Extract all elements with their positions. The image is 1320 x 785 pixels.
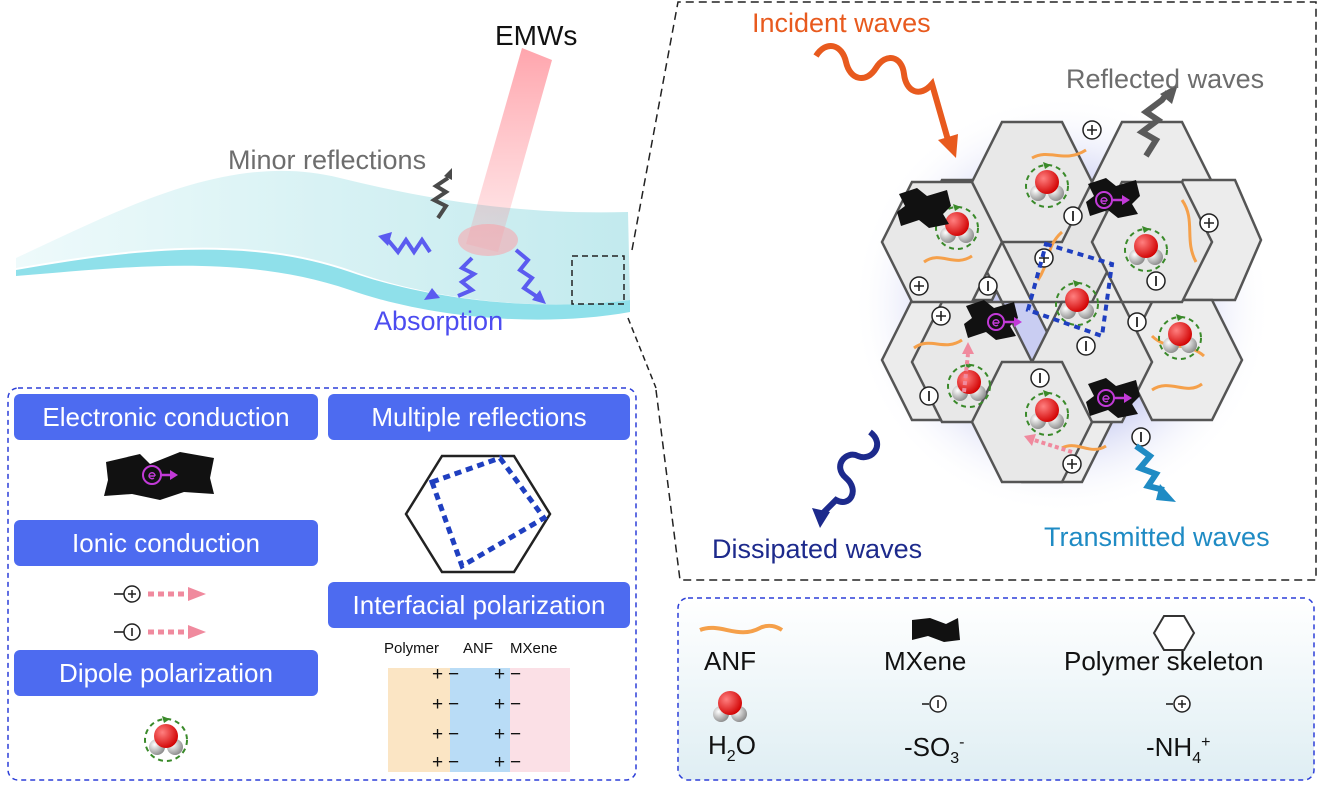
- legend-anf-label: ANF: [704, 646, 756, 676]
- legend-polymer-swatch: [1152, 615, 1196, 651]
- incident-waves-label: Incident waves: [752, 8, 931, 38]
- minus-charge: [978, 276, 998, 296]
- interface-minus: −: [510, 724, 522, 745]
- interface-plus: +: [432, 694, 444, 715]
- legend-polymer-skeleton-label: Polymer skeleton: [1064, 646, 1264, 676]
- film-illustration: [16, 48, 657, 389]
- interface-plus: +: [432, 664, 444, 685]
- interface-polymer-label: Polymer: [384, 640, 440, 657]
- minus-charge: [1146, 271, 1166, 291]
- multiple-reflection-illustration: [404, 454, 552, 574]
- electronic-conduction-illustration: [104, 452, 214, 500]
- minus-charge: [1127, 312, 1147, 332]
- legend-mxene-label: MXene: [884, 646, 967, 676]
- interface-plus: +: [494, 724, 506, 745]
- emw-beam: [466, 48, 552, 252]
- interface-plus: +: [494, 664, 506, 685]
- interface-minus: −: [448, 724, 460, 745]
- emws-label: EMWs: [495, 20, 578, 51]
- transmitted-wave: [1134, 443, 1176, 502]
- interface-minus: −: [510, 694, 522, 715]
- interfacial-polarization-label: Interfacial polarization: [328, 582, 630, 628]
- interface-mxene-label: MXene: [510, 640, 558, 657]
- absorption-label: Absorption: [374, 306, 504, 336]
- mxene-flake: [1086, 178, 1140, 218]
- plus-charge: [1082, 120, 1102, 140]
- zoom-region: [571, 255, 625, 305]
- minus-charge: [1076, 336, 1096, 356]
- interface-minus: −: [448, 664, 460, 685]
- minus-charge: [919, 386, 939, 406]
- interface-plus: +: [494, 752, 506, 773]
- mxene-flake: [964, 300, 1018, 340]
- transmitted-waves-label: Transmitted waves: [1044, 522, 1270, 552]
- minus-charge: [1131, 427, 1151, 447]
- legend-so3: [922, 695, 947, 713]
- minor-reflection-wave: [430, 176, 450, 220]
- minus-charge: [1063, 206, 1083, 226]
- plus-charge: [931, 306, 951, 326]
- zoom-line: [627, 317, 657, 389]
- dissipated-wave: [812, 429, 880, 528]
- plus-charge: [1199, 213, 1219, 233]
- reflected-wave: [1136, 84, 1178, 158]
- electronic-conduction-label: Electronic conduction: [14, 394, 318, 440]
- interface-minus: −: [448, 694, 460, 715]
- mxene-flake: [897, 188, 951, 228]
- minus-charge: [1030, 368, 1050, 388]
- ionic-conduction-label: Ionic conduction: [14, 520, 318, 566]
- plus-charge: [909, 276, 929, 296]
- legend-nh4: [1166, 695, 1191, 713]
- interface-plus: +: [432, 752, 444, 773]
- legend-panel: [677, 597, 1315, 781]
- legend-nh4-label: -NH4+: [1146, 732, 1211, 767]
- minor-reflections-label: Minor reflections: [228, 145, 427, 175]
- hexagon-network: [852, 95, 1272, 515]
- interface-minus: −: [448, 752, 460, 773]
- incident-wave: [813, 43, 958, 158]
- legend-so3-label: -SO3-: [904, 732, 965, 767]
- interface-anf-label: ANF: [463, 640, 493, 657]
- reflected-waves-label: Reflected waves: [1066, 64, 1265, 94]
- dissipated-waves-label: Dissipated waves: [712, 534, 923, 564]
- ionic-conduction-illustration: [114, 585, 206, 641]
- multiple-reflections-label: Multiple reflections: [328, 394, 630, 440]
- interface-minus: −: [510, 752, 522, 773]
- legend-mxene-swatch: [912, 618, 960, 642]
- plus-charge: [1062, 454, 1082, 474]
- zoom-panel-border: [631, 1, 1317, 581]
- legend-anf-swatch: [699, 623, 784, 635]
- interfacial-bands: [388, 668, 570, 772]
- dipole-polarization-label: Dipole polarization: [14, 650, 318, 696]
- legend-h2o-label: H2O: [708, 730, 756, 765]
- interface-plus: +: [432, 724, 444, 745]
- interface-plus: +: [494, 694, 506, 715]
- interface-minus: −: [510, 664, 522, 685]
